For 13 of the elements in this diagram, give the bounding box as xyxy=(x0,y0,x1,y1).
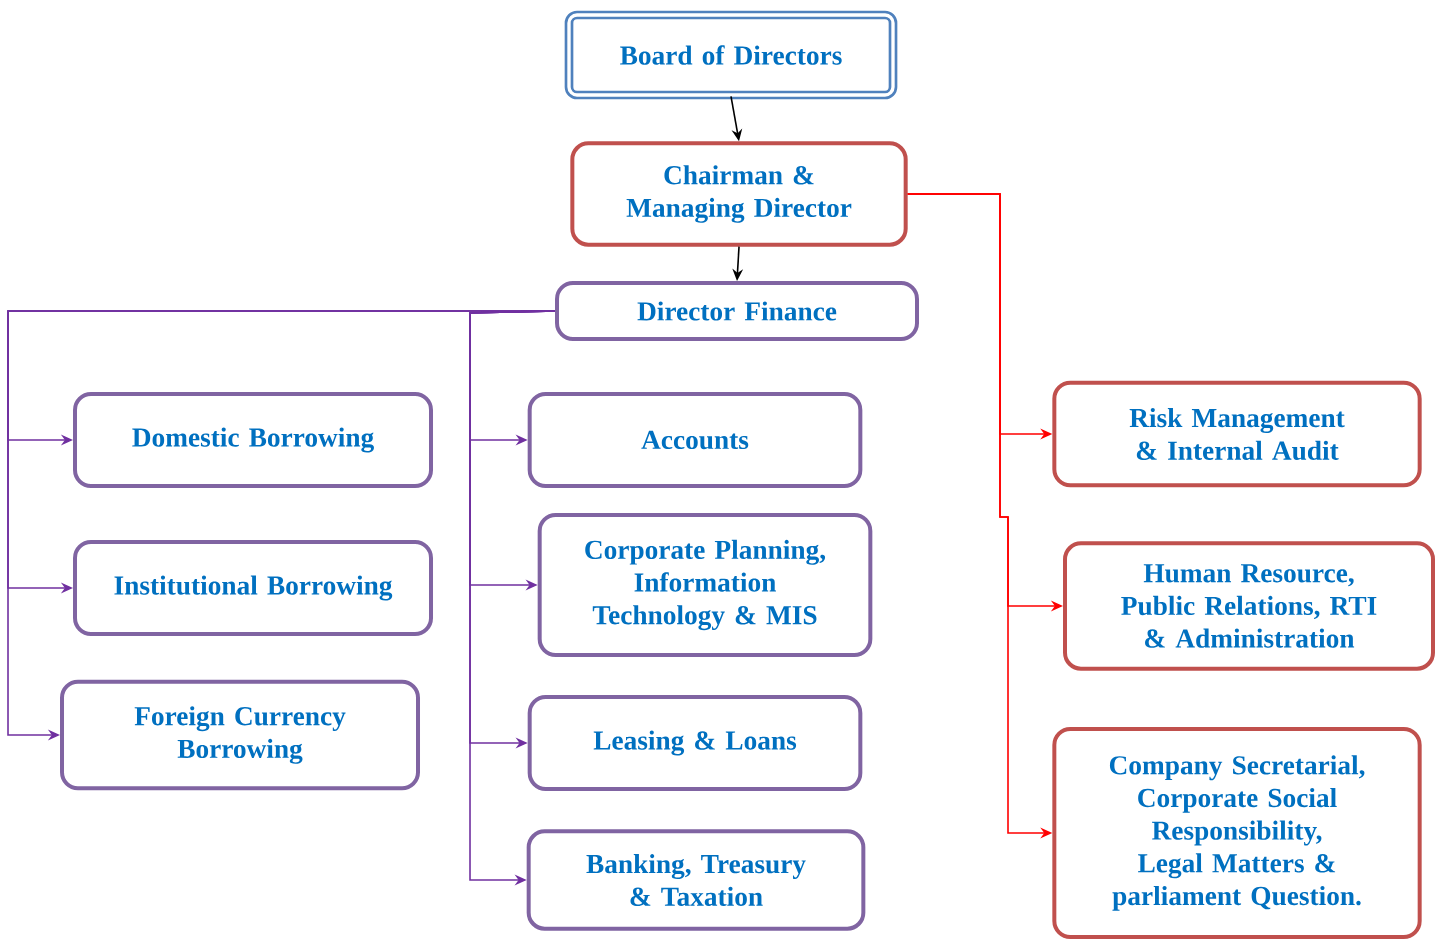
department-box: Chairman & Managing Director xyxy=(570,141,908,247)
board-box: Board of Directors xyxy=(564,10,898,100)
department-box: Human Resource, Public Relations, RTI & Administration xyxy=(1063,541,1435,671)
department-box: Domestic Borrowing xyxy=(73,392,433,488)
department-box: Foreign Currency Borrowing xyxy=(60,679,420,791)
department-box: Accounts xyxy=(527,392,863,488)
department-box: Banking, Treasury & Taxation xyxy=(526,829,866,931)
department-box: Director Finance xyxy=(555,281,919,341)
department-box: Risk Management & Internal Audit xyxy=(1052,380,1422,488)
department-box: Corporate Planning, Information Technology & MIS xyxy=(537,513,873,657)
department-box: Company Secretarial, Corporate Social Responsibility, Legal Matters & parliament Question. xyxy=(1052,727,1422,939)
department-box: Leasing & Loans xyxy=(527,695,863,791)
department-box: Institutional Borrowing xyxy=(73,540,433,636)
